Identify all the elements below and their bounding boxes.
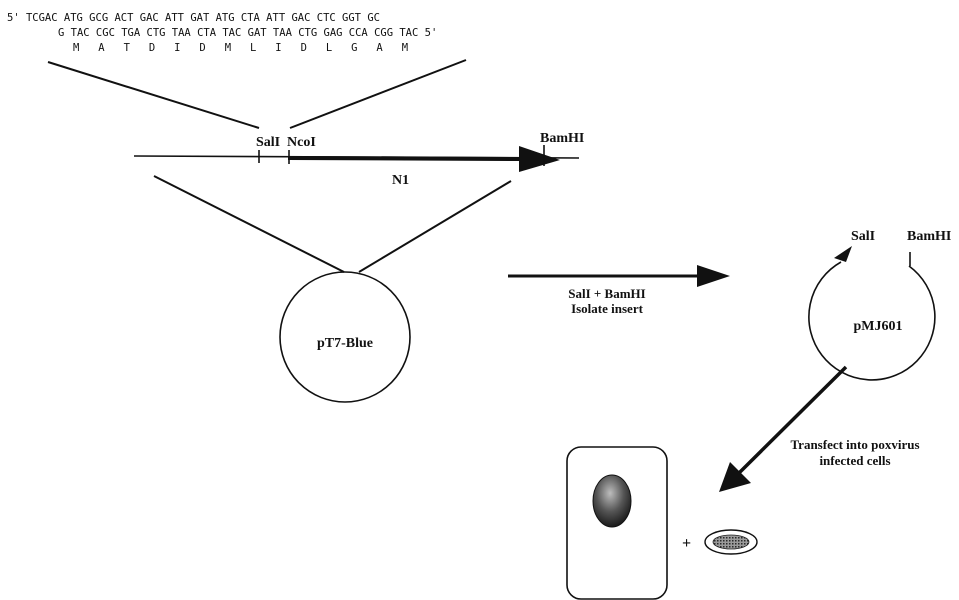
- pmj601-circle: [808, 261, 936, 381]
- transfect-arrow-head: [719, 462, 751, 492]
- vector-line-right: [358, 180, 512, 273]
- pt7-blue-circle: [279, 271, 411, 403]
- pmj601-label: pMJ601: [854, 319, 903, 334]
- bottom-strand-text: G TAC CGC TGA CTG TAA CTA TAC GAT TAA CT…: [58, 27, 437, 39]
- nucleus: [592, 474, 632, 528]
- transfect-step: Transfect into poxvirus infected cells: [719, 365, 920, 492]
- zoom-line-left: [47, 61, 260, 129]
- transfect-arrow-shaft: [736, 365, 848, 476]
- virus-core: [712, 534, 750, 550]
- pmj601-plasmid: SalI BamHI pMJ601: [808, 229, 951, 381]
- plus-sign: +: [682, 535, 691, 552]
- poxvirus-particle: [704, 529, 758, 555]
- pt7-blue-plasmid: pT7-Blue: [279, 271, 411, 403]
- vector-line-left: [153, 175, 345, 273]
- pmj601-bamhi-label: BamHI: [907, 229, 951, 244]
- pmj601-sali-label: SalI: [851, 229, 875, 244]
- dna-sequence: 5' TCGAC ATG GCG ACT GAC ATT GAT ATG CTA…: [7, 12, 437, 54]
- n1-arrow-head: [519, 146, 560, 172]
- n1-arrow-shaft: [287, 156, 523, 161]
- sali-label: SalI: [256, 135, 280, 150]
- host-cell: [566, 446, 668, 600]
- ncoi-label: NcoI: [287, 135, 316, 150]
- transfect-label-line1: Transfect into poxvirus: [790, 437, 919, 452]
- top-strand-text: 5' TCGAC ATG GCG ACT GAC ATT GAT ATG CTA…: [7, 12, 380, 24]
- digest-step: SalI + BamHI Isolate insert: [508, 265, 730, 316]
- sali-site-arrow: [834, 246, 852, 262]
- transfect-label-line2: infected cells: [819, 453, 890, 468]
- isolate-insert-label: Isolate insert: [571, 301, 644, 316]
- zoom-line-right: [289, 59, 467, 129]
- bamhi-label: BamHI: [540, 131, 584, 146]
- amino-acid-text: M A T D I D M L I D L G A M: [73, 42, 408, 54]
- n1-gene-label: N1: [392, 173, 409, 188]
- digest-arrow-head: [697, 265, 730, 287]
- digest-enzymes-label: SalI + BamHI: [568, 286, 645, 301]
- insert-map: SalI NcoI BamHI N1: [133, 131, 584, 188]
- pt7-blue-label: pT7-Blue: [317, 336, 373, 351]
